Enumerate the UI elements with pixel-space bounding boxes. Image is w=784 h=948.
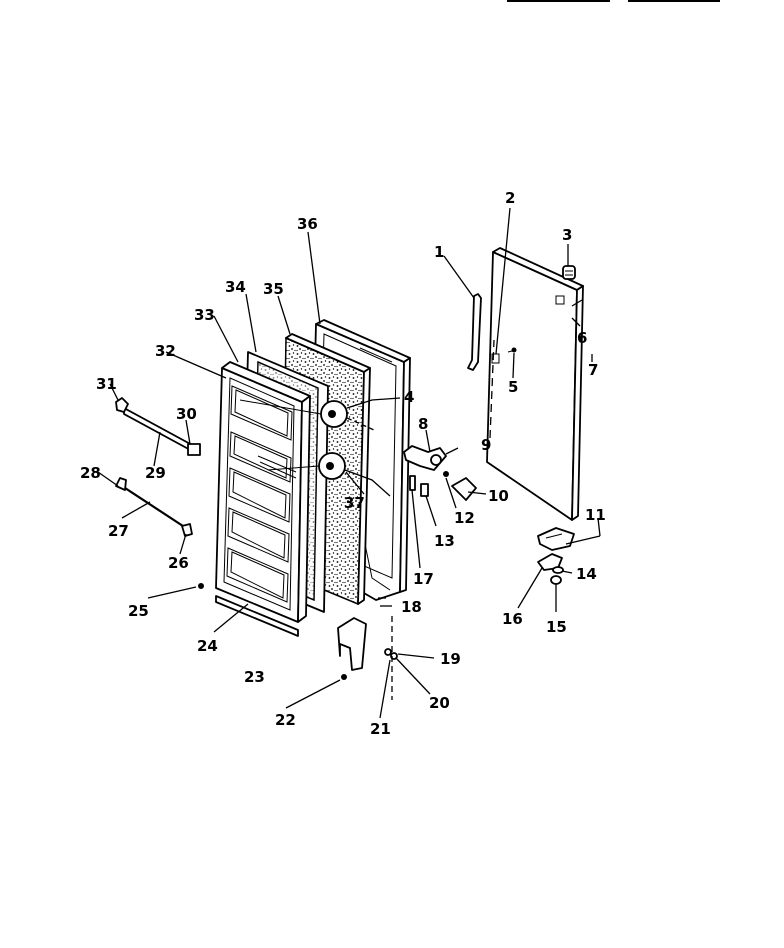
part-label-25: 25 bbox=[128, 602, 149, 620]
lower-hinge-11 bbox=[537, 527, 575, 551]
hinge-bracket-8 bbox=[403, 445, 459, 471]
part-label-32: 32 bbox=[155, 342, 176, 360]
part-label-9: 9 bbox=[481, 436, 491, 454]
part-label-3: 3 bbox=[562, 226, 572, 244]
washer-part-14 bbox=[552, 566, 564, 574]
leader-lines bbox=[97, 207, 601, 719]
part-label-18: 18 bbox=[401, 598, 422, 616]
part-number-labels: 1 2 3 4 5 6 7 8 9 10 11 12 13 14 15 16 1… bbox=[80, 189, 606, 738]
part-label-24: 24 bbox=[197, 637, 218, 655]
part-label-20: 20 bbox=[429, 694, 450, 712]
part-label-26: 26 bbox=[168, 554, 189, 572]
part-label-19: 19 bbox=[440, 650, 461, 668]
part-label-33: 33 bbox=[194, 306, 215, 324]
part-label-11: 11 bbox=[585, 506, 606, 524]
part-label-15: 15 bbox=[546, 618, 567, 636]
part-label-27: 27 bbox=[108, 522, 129, 540]
door-bottom-trim-24 bbox=[215, 595, 299, 637]
part-label-4: 4 bbox=[404, 388, 414, 406]
part-label-36: 36 bbox=[297, 215, 318, 233]
part-label-31: 31 bbox=[96, 375, 117, 393]
clip-part-13 bbox=[420, 483, 429, 497]
part-label-14: 14 bbox=[576, 565, 597, 583]
part-label-21: 21 bbox=[370, 720, 391, 738]
part-label-30: 30 bbox=[176, 405, 197, 423]
part-label-29: 29 bbox=[145, 464, 166, 482]
screw-part-25 bbox=[198, 583, 204, 589]
nut-part-12 bbox=[443, 471, 449, 477]
part-label-34: 34 bbox=[225, 278, 246, 296]
shelf-rail-29 bbox=[115, 397, 201, 456]
part-label-37: 37 bbox=[344, 494, 365, 512]
part-label-13: 13 bbox=[434, 532, 455, 550]
part-label-10: 10 bbox=[488, 487, 509, 505]
part-label-5: 5 bbox=[508, 378, 518, 396]
plug-part-3 bbox=[562, 265, 576, 280]
part-label-22: 22 bbox=[275, 711, 296, 729]
cap-part-10 bbox=[451, 477, 477, 501]
detail-circle-37 bbox=[267, 452, 391, 497]
part-label-8: 8 bbox=[418, 415, 428, 433]
hinge-bracket-16 bbox=[537, 553, 563, 571]
nut-part-22 bbox=[341, 674, 347, 680]
part-label-23: 23 bbox=[244, 668, 265, 686]
screw-part-5 bbox=[507, 347, 517, 353]
part-label-12: 12 bbox=[454, 509, 475, 527]
door-handle bbox=[467, 293, 482, 371]
part-label-28: 28 bbox=[80, 464, 101, 482]
shelf-rail-27 bbox=[115, 477, 193, 537]
part-label-7: 7 bbox=[588, 361, 598, 379]
part-label-17: 17 bbox=[413, 570, 434, 588]
inner-door-liner-32 bbox=[215, 361, 311, 623]
door-outer-panel bbox=[486, 247, 584, 521]
clip-part-17 bbox=[409, 475, 416, 491]
bushing-part-15 bbox=[550, 575, 562, 612]
pin-part-19 bbox=[384, 616, 398, 700]
bracket-part-23 bbox=[337, 617, 367, 671]
part-label-16: 16 bbox=[502, 610, 523, 628]
part-label-1: 1 bbox=[434, 243, 444, 261]
part-label-35: 35 bbox=[263, 280, 284, 298]
detail-circle-4 bbox=[239, 397, 401, 431]
part-label-2: 2 bbox=[505, 189, 515, 207]
door-shelves bbox=[226, 385, 297, 603]
part-label-6: 6 bbox=[577, 329, 587, 347]
